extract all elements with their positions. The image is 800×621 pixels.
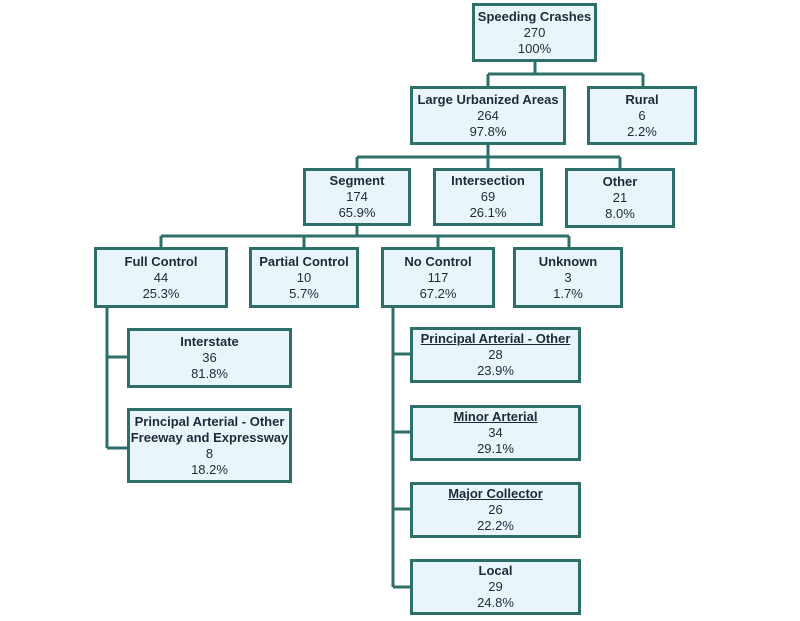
- node-title: Major Collector: [448, 486, 543, 501]
- node-percent: 100%: [517, 40, 552, 56]
- node-partial-control: Partial Control 10 5.7%: [249, 247, 359, 308]
- node-title: Segment: [329, 173, 385, 188]
- node-percent: 81.8%: [191, 366, 228, 381]
- node-title: Other: [602, 174, 638, 189]
- node-count: 264: [477, 107, 499, 123]
- node-percent: 25.3%: [142, 285, 180, 301]
- node-segment: Segment 174 65.9%: [303, 168, 411, 226]
- node-principal-arterial-other: Principal Arterial - Other 28 23.9%: [410, 327, 581, 383]
- node-percent: 18.2%: [191, 461, 228, 477]
- node-title: Local: [478, 563, 513, 578]
- node-count: 270: [523, 24, 546, 40]
- node-count: 26: [488, 502, 503, 517]
- node-count: 28: [488, 347, 503, 362]
- node-count: 117: [427, 269, 449, 285]
- node-count: 69: [480, 189, 496, 204]
- node-rural: Rural 6 2.2%: [587, 86, 697, 145]
- node-local: Local 29 24.8%: [410, 559, 581, 615]
- node-other: Other 21 8.0%: [565, 168, 675, 228]
- node-title: Rural: [625, 91, 659, 107]
- node-count: 29: [488, 579, 503, 594]
- node-percent: 8.0%: [605, 206, 635, 221]
- node-percent: 29.1%: [477, 441, 514, 456]
- node-title: Full Control: [124, 253, 198, 269]
- node-percent: 1.7%: [553, 285, 583, 301]
- node-percent: 65.9%: [338, 205, 376, 220]
- node-percent: 2.2%: [627, 123, 657, 139]
- node-count: 8: [205, 445, 214, 461]
- node-full-control: Full Control 44 25.3%: [94, 247, 228, 308]
- node-minor-arterial: Minor Arterial 34 29.1%: [410, 405, 581, 461]
- node-percent: 22.2%: [477, 518, 514, 533]
- node-title: Minor Arterial: [453, 409, 538, 424]
- node-percent: 5.7%: [289, 285, 319, 301]
- node-no-control: No Control 117 67.2%: [381, 247, 495, 308]
- node-principal-arterial-freeway: Principal Arterial - Other Freeway and E…: [127, 408, 292, 483]
- node-title: Intersection: [451, 173, 525, 188]
- node-title: Unknown: [538, 253, 598, 269]
- node-title: Partial Control: [259, 253, 349, 269]
- node-title: Principal Arterial - Other Freeway and E…: [130, 413, 289, 445]
- node-count: 10: [296, 269, 312, 285]
- node-unknown: Unknown 3 1.7%: [513, 247, 623, 308]
- node-count: 21: [612, 190, 628, 205]
- node-count: 174: [346, 189, 368, 204]
- node-percent: 23.9%: [477, 363, 514, 378]
- node-intersection: Intersection 69 26.1%: [433, 168, 543, 226]
- node-title: Principal Arterial - Other: [420, 331, 571, 346]
- node-title: No Control: [404, 253, 472, 269]
- node-count: 3: [564, 269, 572, 285]
- node-large-urbanized-areas: Large Urbanized Areas 264 97.8%: [410, 86, 566, 145]
- node-percent: 26.1%: [469, 205, 507, 220]
- node-speeding-crashes: Speeding Crashes 270 100%: [472, 3, 597, 62]
- node-count: 6: [638, 107, 646, 123]
- node-count: 34: [488, 425, 503, 440]
- node-major-collector: Major Collector 26 22.2%: [410, 482, 581, 538]
- node-interstate: Interstate 36 81.8%: [127, 328, 292, 388]
- node-percent: 67.2%: [419, 285, 457, 301]
- node-count: 36: [202, 350, 217, 365]
- node-title: Large Urbanized Areas: [417, 91, 559, 107]
- node-count: 44: [153, 269, 169, 285]
- node-percent: 24.8%: [477, 595, 514, 610]
- node-title: Interstate: [180, 334, 239, 349]
- node-title: Speeding Crashes: [477, 8, 592, 24]
- node-percent: 97.8%: [469, 123, 507, 139]
